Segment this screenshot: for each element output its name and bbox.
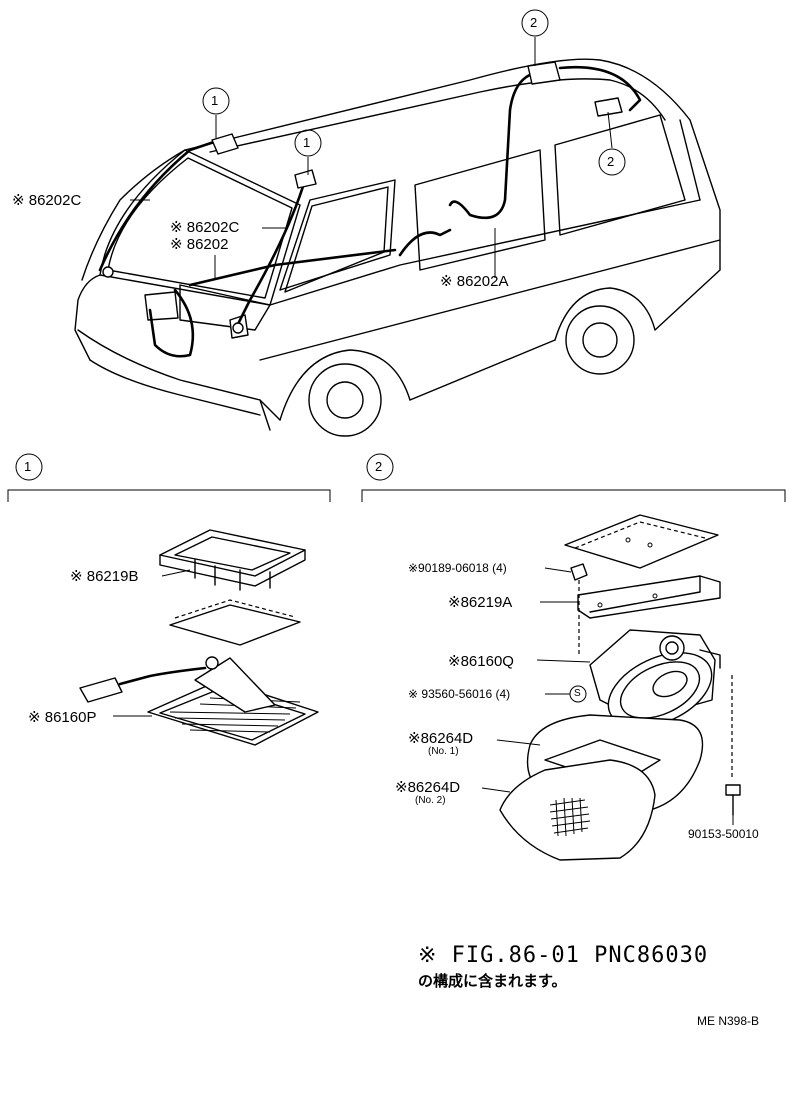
detail-2-drawing bbox=[361, 453, 786, 861]
label-90153-50010: 90153-50010 bbox=[688, 827, 759, 841]
label-86202a: ※ 86202A bbox=[440, 273, 509, 290]
mesh-grille bbox=[549, 797, 591, 837]
detail-1-drawing bbox=[7, 453, 331, 746]
label-86202c-mid: ※ 86202C bbox=[170, 219, 240, 236]
drawing-id: ME N398-B bbox=[697, 1014, 760, 1028]
main-leaders bbox=[130, 37, 613, 280]
detail-1-marker: 1 bbox=[24, 459, 32, 474]
label-86160p: ※ 86160P bbox=[28, 709, 97, 726]
label-93560-56016: ※ 93560-56016 (4) bbox=[408, 687, 511, 701]
van-illustration bbox=[74, 58, 721, 437]
detail-2-marker: 2 bbox=[375, 459, 383, 474]
label-86219a: ※86219A bbox=[448, 594, 513, 611]
label-86264d-no2-sub: (No. 2) bbox=[415, 795, 446, 806]
label-86202: ※ 86202 bbox=[170, 236, 229, 253]
callout-2-antenna-roof: 2 bbox=[530, 15, 538, 30]
s-mark: S bbox=[574, 688, 581, 699]
main-callout-circles bbox=[202, 9, 626, 176]
label-90189-06018: ※90189-06018 (4) bbox=[408, 561, 507, 575]
label-86264d-no2: ※86264D bbox=[395, 779, 461, 796]
figure-reference: ※ FIG.86-01 PNC86030 bbox=[418, 943, 709, 968]
callout-1-antenna-front: 1 bbox=[211, 93, 219, 108]
callout-2-antenna-rear: 2 bbox=[607, 154, 615, 169]
label-86160q: ※86160Q bbox=[448, 653, 514, 670]
callout-1-antenna-side: 1 bbox=[303, 135, 311, 150]
label-86202c-left: ※ 86202C bbox=[12, 192, 82, 209]
inclusion-note: の構成に含まれます。 bbox=[418, 972, 567, 990]
label-86264d-no1: ※86264D bbox=[408, 730, 474, 747]
label-86219b: ※ 86219B bbox=[70, 568, 139, 585]
label-86264d-no1-sub: (No. 1) bbox=[428, 746, 459, 757]
